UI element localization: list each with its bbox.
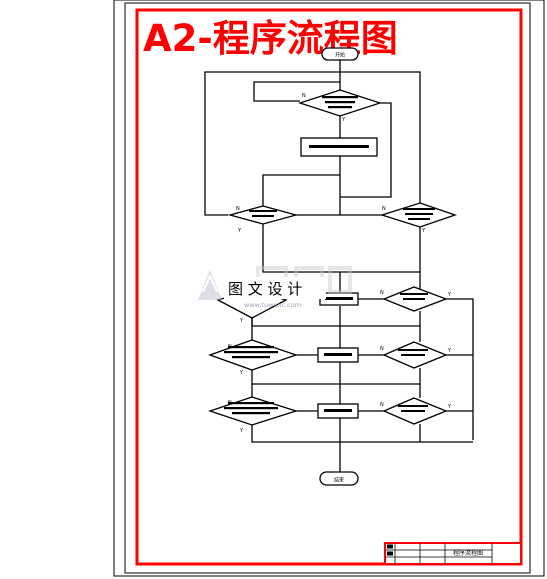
- svg-text:Y: Y: [421, 228, 426, 234]
- start-terminator: 开始: [321, 47, 359, 61]
- watermark-url: www.tuwenc.com: [244, 301, 301, 309]
- end-label: 结束: [334, 477, 344, 484]
- watermark: 图 文 设 计 www.tuwenc.com: [198, 266, 352, 309]
- svg-text:N: N: [382, 206, 386, 212]
- decision-row3-right: [382, 397, 448, 425]
- svg-text:N: N: [228, 344, 232, 350]
- svg-text:N: N: [380, 346, 384, 352]
- title-block: 程序流程图: [384, 542, 522, 565]
- svg-text:Y: Y: [341, 117, 346, 123]
- page-title: A2-程序流程图: [143, 17, 398, 60]
- svg-text:N: N: [236, 206, 240, 212]
- decision-row2-left: [208, 339, 299, 371]
- start-label: 开始: [335, 52, 345, 59]
- svg-text:N: N: [302, 93, 306, 99]
- process-1: [300, 137, 378, 157]
- decision-3: [379, 202, 458, 228]
- decision-row2-right: [382, 341, 448, 369]
- flow-lines: [204, 58, 474, 472]
- svg-text:Y: Y: [447, 348, 452, 354]
- decision-row3-left: [207, 396, 299, 426]
- svg-text:N: N: [228, 400, 232, 406]
- process-row3: [317, 403, 359, 419]
- decision-2: [227, 205, 299, 225]
- process-row2: [317, 347, 359, 363]
- svg-text:Y: Y: [239, 318, 244, 324]
- red-border: [135, 8, 523, 566]
- svg-text:Y: Y: [239, 428, 244, 434]
- svg-text:Y: Y: [447, 404, 452, 410]
- svg-text:Y: Y: [447, 292, 452, 298]
- svg-text:Y: Y: [239, 370, 244, 376]
- end-terminator: 结束: [319, 471, 359, 486]
- decision-row1-right: [382, 286, 448, 312]
- sheet-frame: [113, 0, 545, 577]
- drawing-name: 程序流程图: [453, 549, 483, 557]
- decision-1: [297, 89, 383, 117]
- watermark-cn: 图 文 设 计: [228, 280, 302, 298]
- svg-text:N: N: [380, 402, 384, 408]
- inner-black-frame: [124, 2, 531, 574]
- svg-text:Y: Y: [237, 228, 242, 234]
- svg-text:N: N: [380, 290, 384, 296]
- branch-marks: N Y N Y N Y N Y Y N Y N Y N Y N Y: [228, 93, 452, 434]
